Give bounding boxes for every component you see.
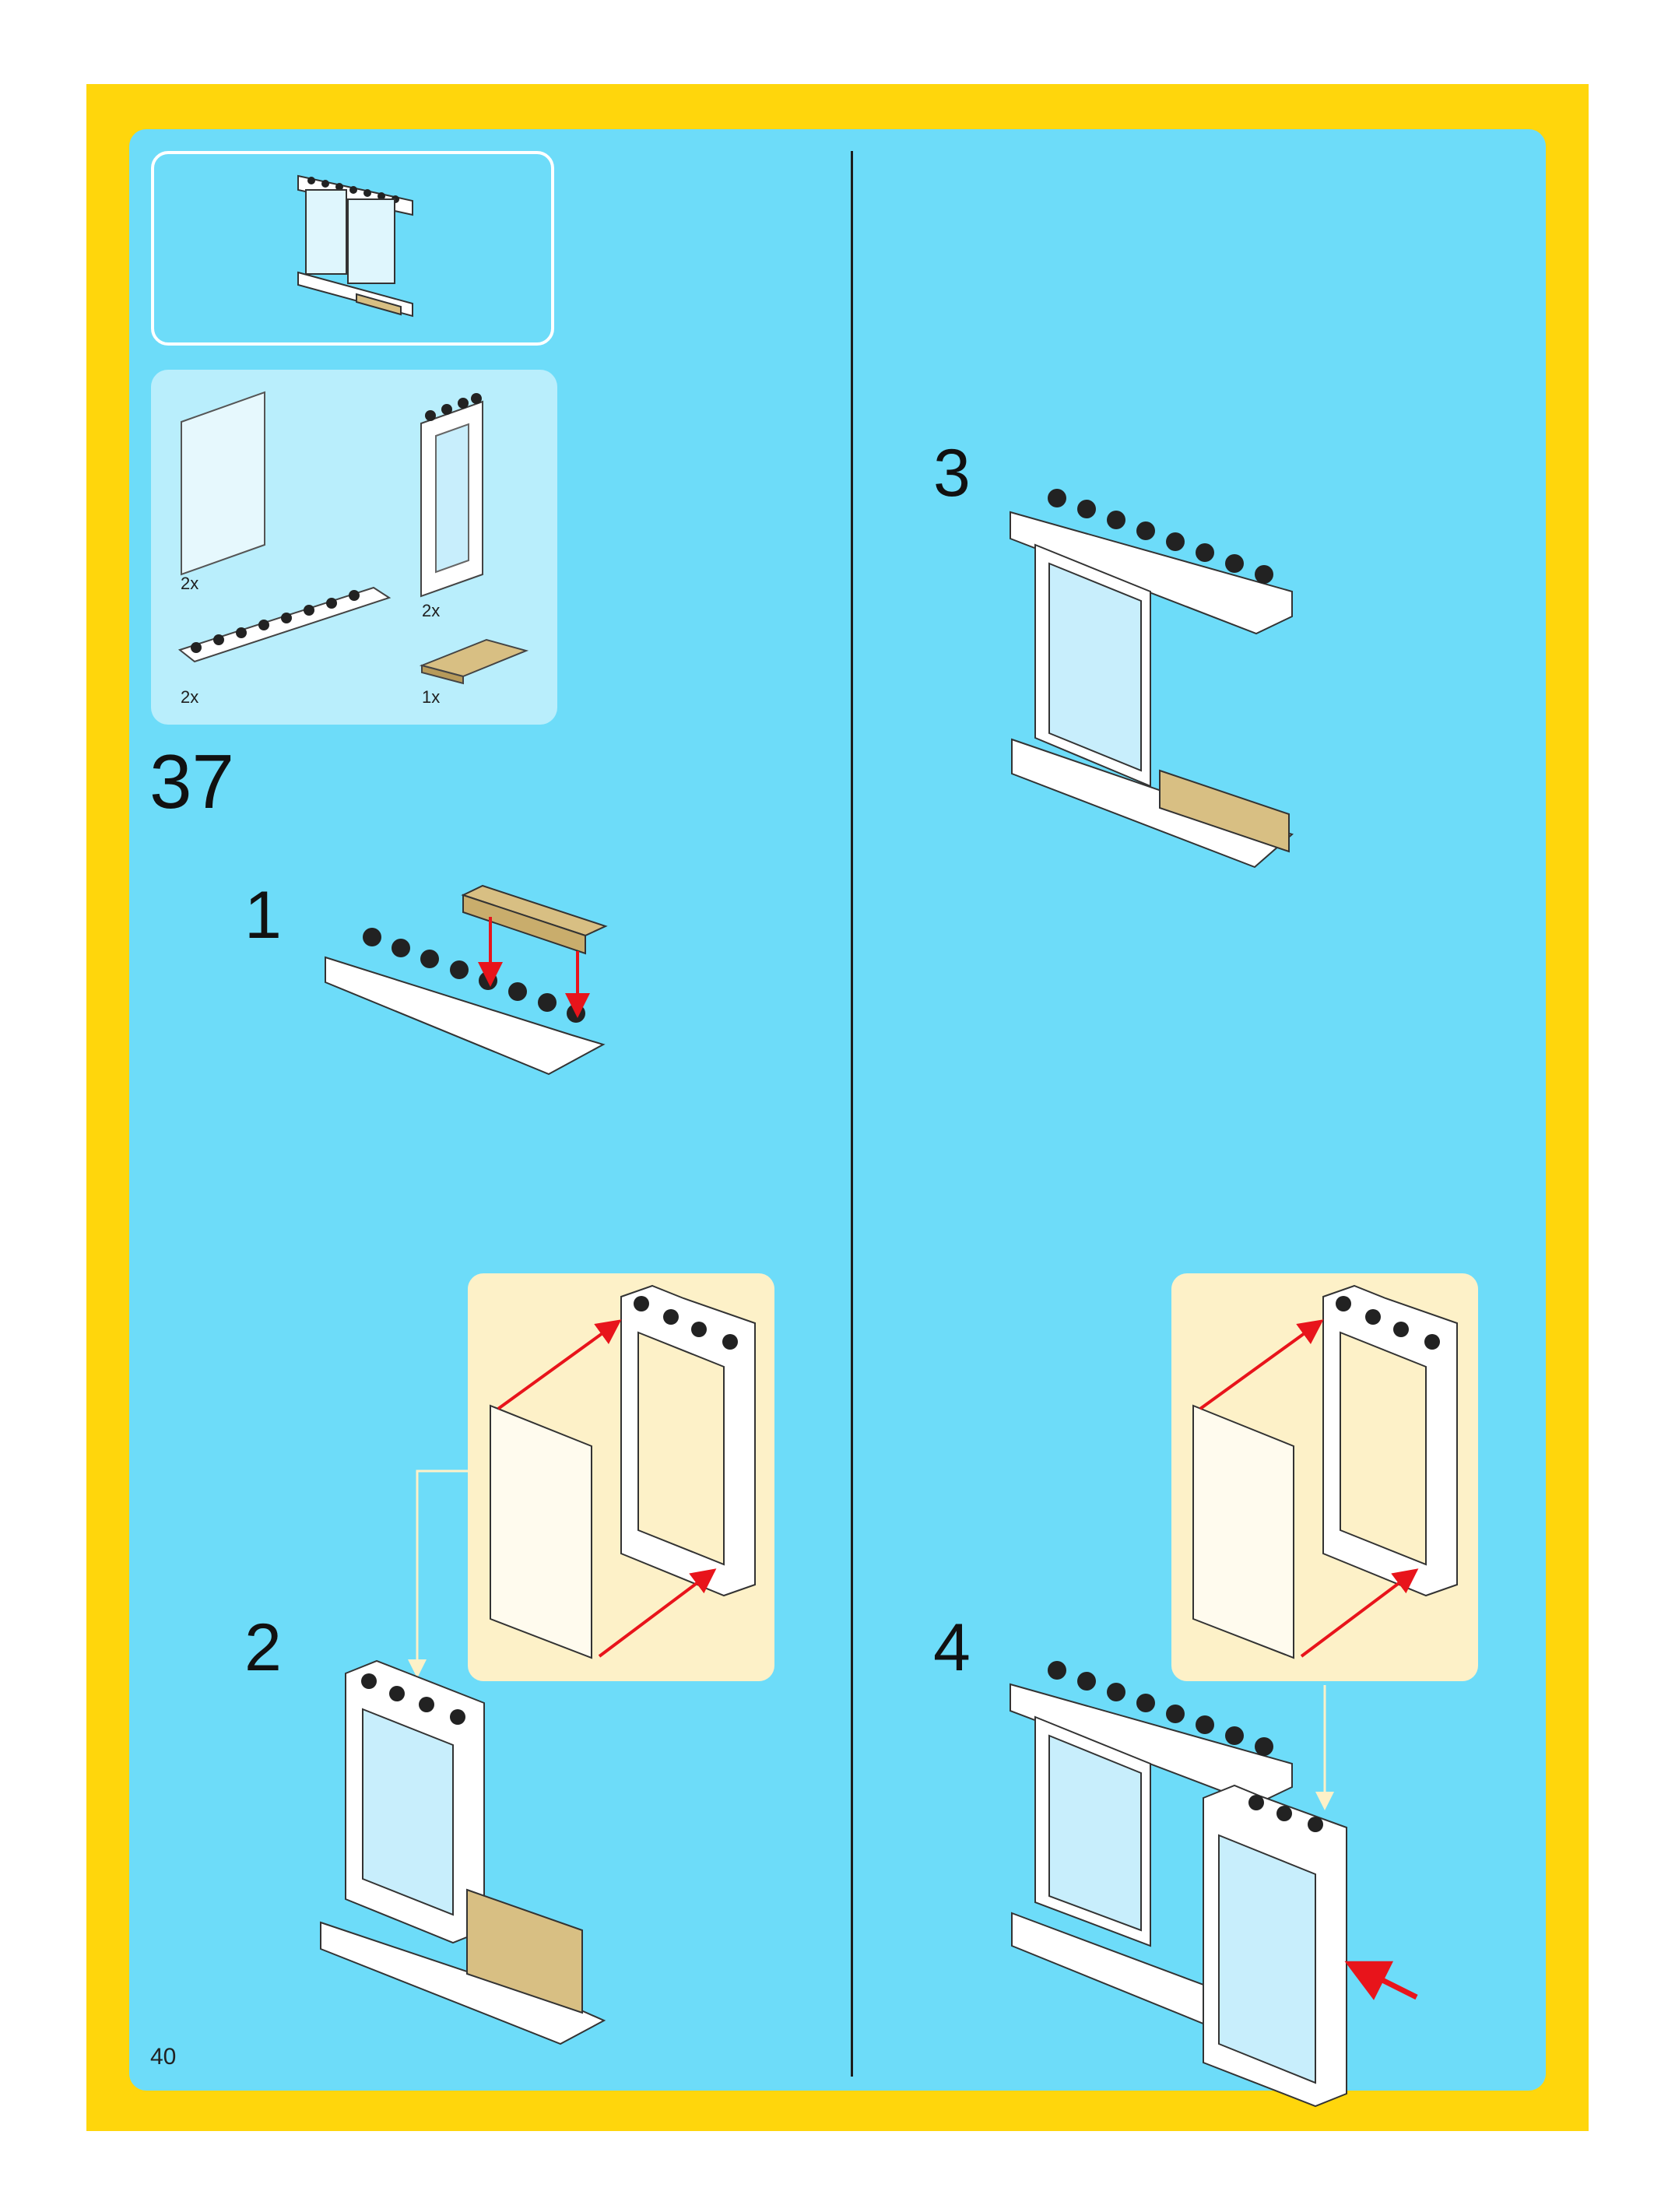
part-window-frame-icon (421, 393, 483, 596)
assembly-preview-illustration (298, 176, 413, 316)
substep-2-illustration (321, 1286, 755, 2044)
substep-4-illustration (1010, 1286, 1457, 2106)
page-number: 40 (150, 2044, 176, 2070)
substep-3-illustration (1010, 489, 1292, 867)
substep-1-illustration (325, 886, 606, 1074)
part-panel-icon (181, 392, 265, 574)
part-tile-icon (422, 640, 526, 683)
part-plate-icon (180, 588, 389, 662)
